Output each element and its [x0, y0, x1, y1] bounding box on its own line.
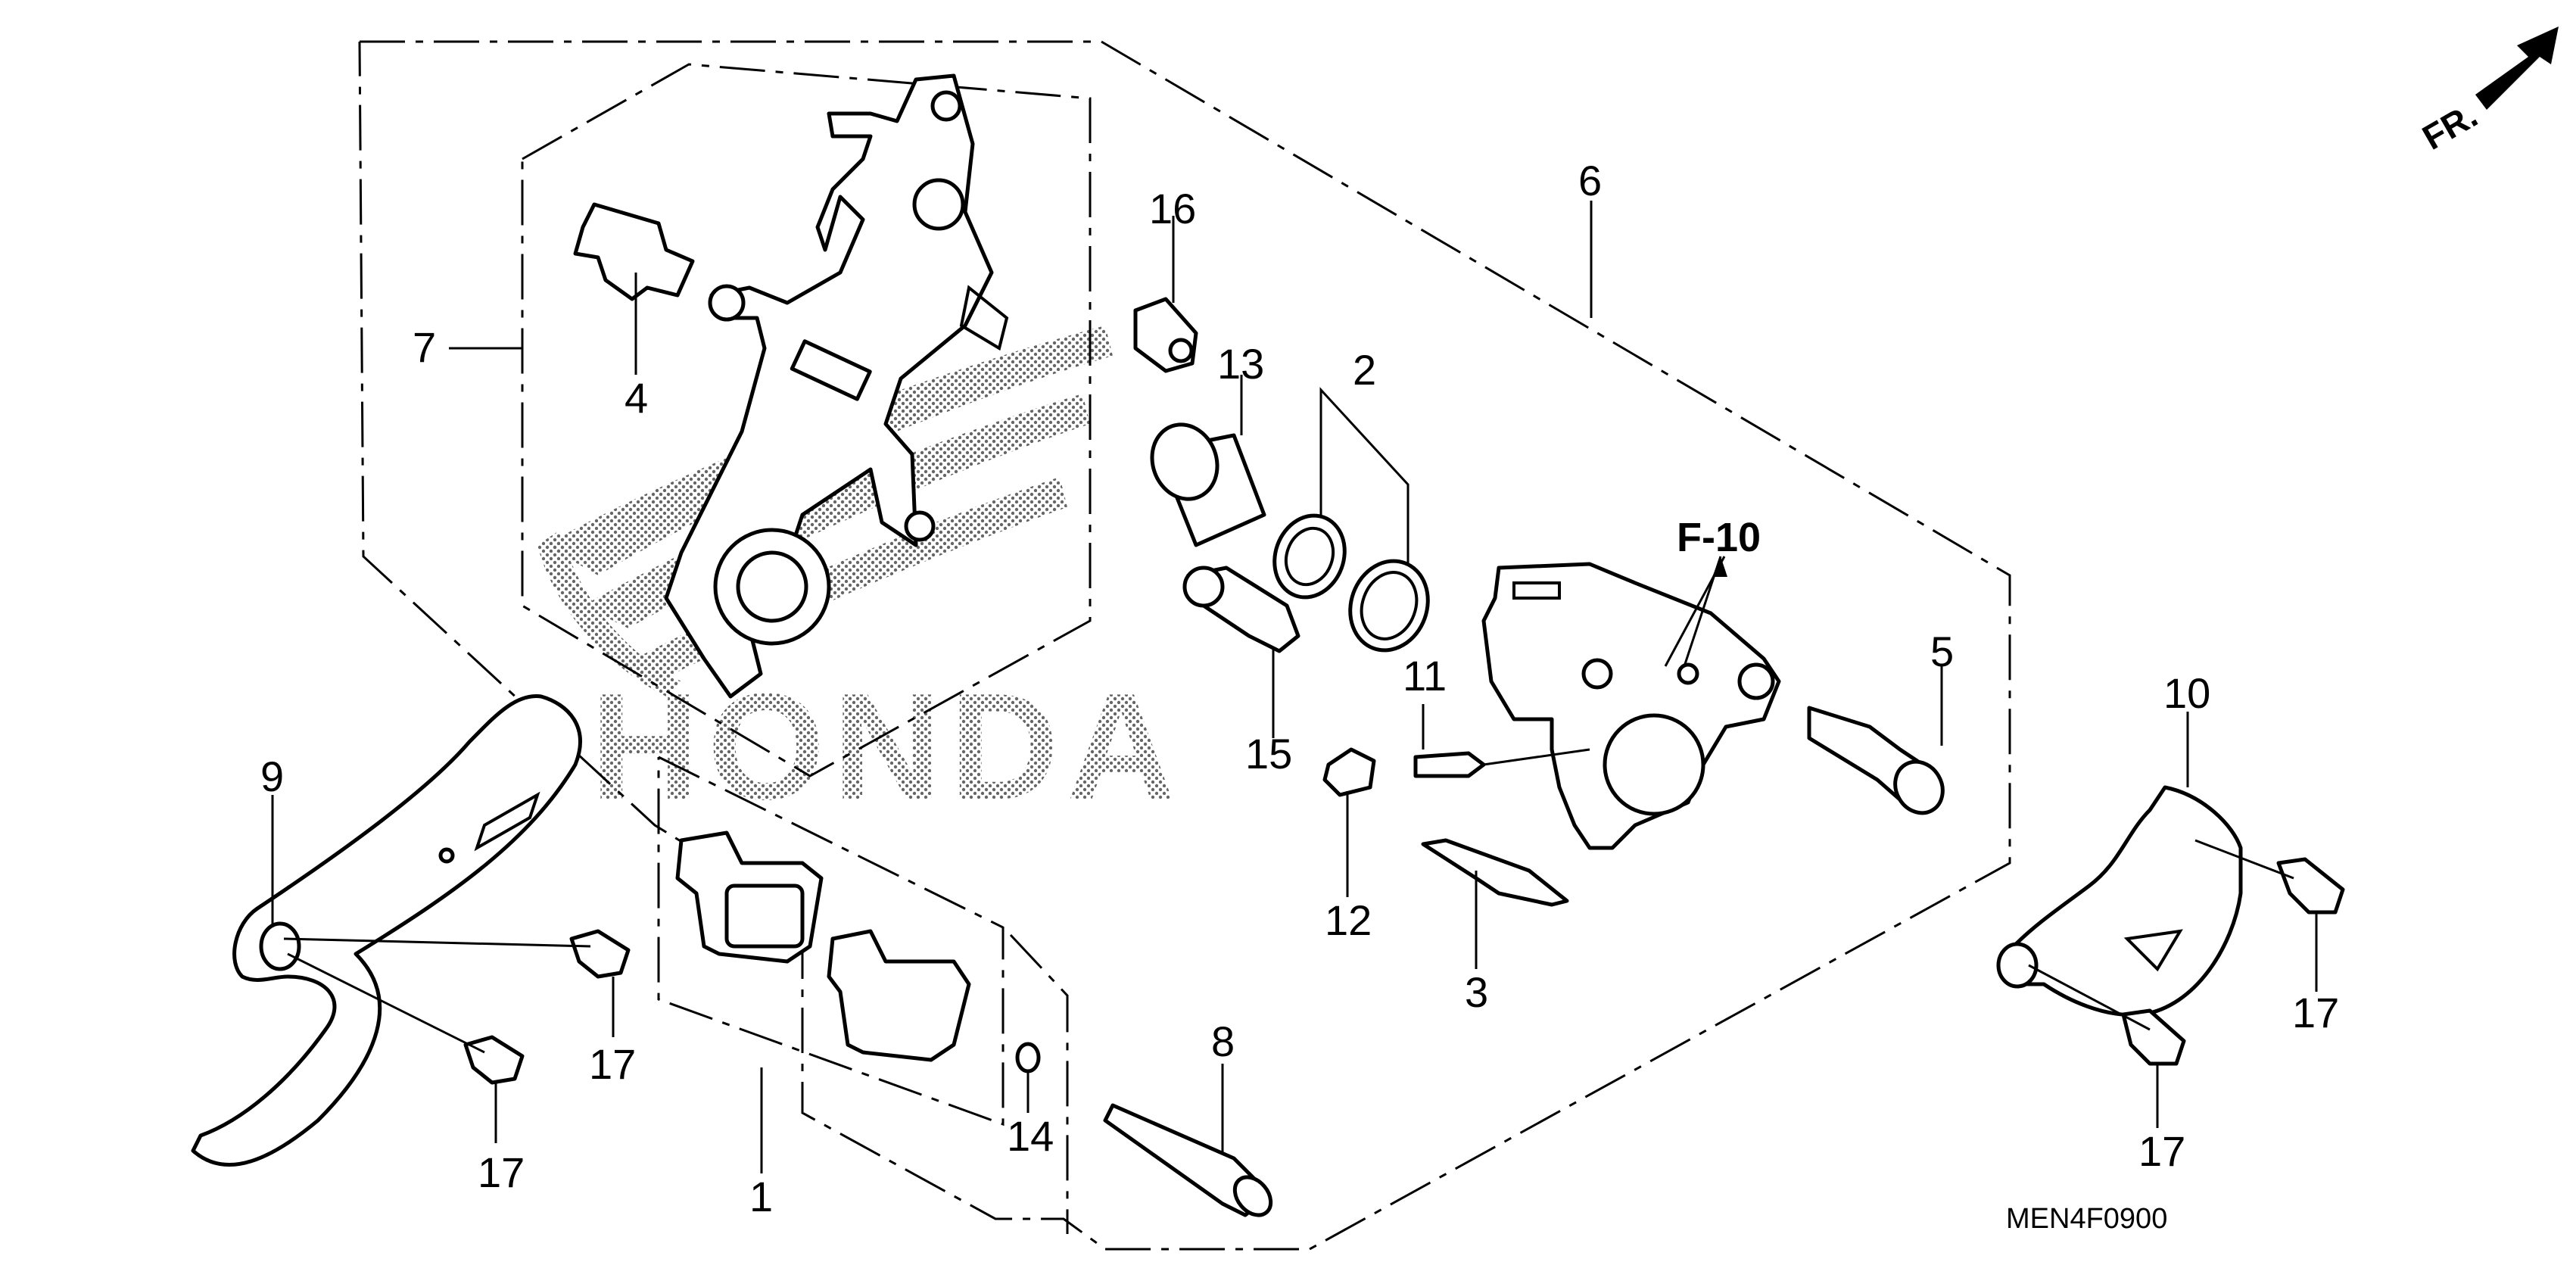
bleeder-cap	[1133, 297, 1198, 373]
part-label-10: 10	[2163, 669, 2210, 717]
part-label-11: 11	[1403, 652, 1447, 700]
part-label-13: 13	[1217, 340, 1264, 388]
brake-pad-set	[675, 830, 971, 1062]
pad-retainer	[1421, 838, 1569, 907]
part-label-6: 6	[1578, 157, 1602, 204]
pad-spring	[573, 202, 695, 301]
washer	[1015, 1042, 1041, 1074]
slide-pin-bolt	[1182, 566, 1300, 653]
honda-logo-text: HONDA	[590, 662, 1183, 831]
part-label-17a: 17	[589, 1040, 636, 1088]
section-reference-label: F-10	[1677, 515, 1761, 560]
part-label-12: 12	[1325, 896, 1372, 944]
part-label-17d: 17	[2138, 1127, 2185, 1175]
part-label-5: 5	[1930, 628, 1954, 675]
part-number-labels: 7 4 16 13 2 6 15 11 5 10 9 12 3 17 17 17…	[260, 157, 2339, 1220]
part-label-2: 2	[1353, 346, 1376, 394]
caliper-bracket	[664, 73, 1009, 699]
flange-bolt-a	[569, 929, 631, 979]
part-label-17c: 17	[478, 1148, 525, 1196]
part-label-14: 14	[1007, 1112, 1054, 1160]
flange-bolt-c	[2276, 857, 2345, 915]
caliper-body	[1481, 562, 1781, 850]
pad-pin	[1103, 1103, 1273, 1217]
front-direction-label: FR.	[2416, 95, 2484, 157]
part-label-8: 8	[1211, 1017, 1235, 1065]
honda-wing-logo: HONDA	[537, 326, 1183, 831]
assembly-outline	[358, 40, 2011, 1251]
flange-bolt-d	[2121, 1008, 2186, 1066]
caliper-slide-pin	[1807, 706, 1945, 815]
part-label-1: 1	[749, 1173, 773, 1220]
disc-guard	[191, 694, 582, 1167]
section-reference-arrow	[1683, 556, 1727, 667]
part-label-16: 16	[1149, 185, 1196, 232]
bracket-guard	[1996, 785, 2243, 1017]
part-label-17b: 17	[2292, 989, 2339, 1036]
bleeder-valve-cap	[1322, 747, 1376, 797]
diagram-code: MEN4F0900	[2006, 1203, 2167, 1235]
leader-lines	[271, 201, 2318, 1173]
front-direction-arrow: FR.	[2416, 26, 2559, 157]
part-label-15: 15	[1245, 730, 1292, 777]
piston-seals	[1272, 513, 1430, 653]
part-label-4: 4	[625, 374, 648, 422]
flange-bolt-b	[463, 1035, 525, 1085]
part-label-9: 9	[260, 753, 284, 800]
part-label-3: 3	[1465, 968, 1488, 1016]
caliper-piston	[1150, 422, 1266, 547]
bleeder-screw	[1413, 751, 1486, 778]
part-label-7: 7	[413, 323, 436, 371]
